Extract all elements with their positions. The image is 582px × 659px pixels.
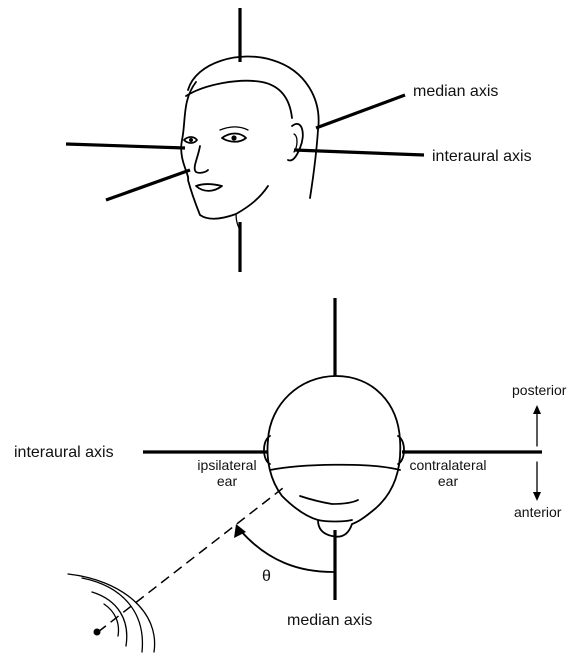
top-down-head-group: interaural axis ipsilateral ear contrala…	[14, 298, 567, 652]
source-direction-dashed	[98, 488, 283, 632]
interaural-axis-label-bottom: interaural axis	[14, 444, 114, 461]
interaural-axis-line-right	[294, 150, 424, 155]
eye-ridge	[300, 496, 358, 504]
wavefront-3	[82, 578, 142, 652]
wavefront-1	[104, 604, 118, 636]
theta-label: θ	[262, 568, 271, 585]
iris-right	[231, 135, 236, 140]
wavefront-4	[68, 574, 155, 652]
angle-arrowhead	[234, 524, 246, 538]
contralateral-label: contralateral	[409, 457, 486, 473]
interaural-axis-label-top: interaural axis	[432, 148, 532, 165]
ipsilateral-ear-label: ear	[217, 473, 238, 489]
median-axis-line-right	[316, 95, 405, 128]
chin	[318, 520, 352, 522]
hairline	[186, 81, 292, 118]
perspective-head-group: median axis interaural axis	[66, 8, 532, 272]
iris-left	[189, 138, 193, 142]
median-axis-line-left	[106, 170, 190, 200]
mouth	[196, 184, 222, 191]
head-outline-top-view	[268, 376, 401, 537]
posterior-arrowhead	[533, 405, 541, 414]
brow-right	[220, 127, 248, 130]
median-axis-label-bottom: median axis	[287, 612, 372, 629]
posterior-label: posterior	[512, 382, 567, 398]
ear-outline	[288, 124, 303, 161]
nose	[195, 146, 208, 173]
median-axis-label-top: median axis	[413, 83, 498, 100]
brow-line	[270, 465, 400, 470]
contralateral-ear-label: ear	[438, 473, 459, 489]
sound-source-dot	[94, 629, 101, 636]
angle-arc	[240, 530, 333, 572]
wavefront-2	[92, 592, 127, 646]
anterior-arrowhead	[533, 492, 541, 501]
anterior-label: anterior	[514, 504, 562, 520]
ipsilateral-label: ipsilateral	[197, 457, 256, 473]
interaural-axis-line-left	[66, 144, 185, 148]
